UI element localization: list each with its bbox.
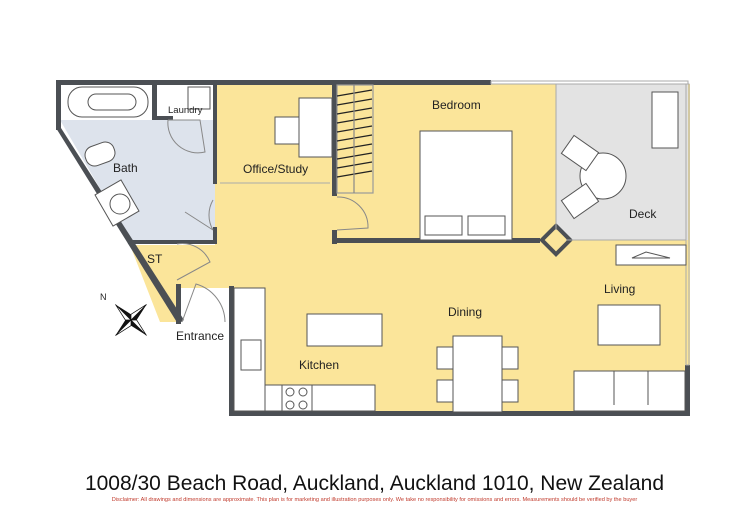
room-label-living: Living xyxy=(604,282,635,296)
room-label-dining: Dining xyxy=(448,305,482,319)
room-label-office: Office/Study xyxy=(243,162,308,176)
dining-chair xyxy=(436,346,454,370)
deck-table xyxy=(579,152,627,200)
dining-table xyxy=(452,335,503,413)
room-label-entrance: Entrance xyxy=(176,329,224,343)
coffee-table xyxy=(597,304,661,346)
walls xyxy=(56,80,690,416)
property-address: 1008/30 Beach Road, Auckland, Auckland 1… xyxy=(84,472,665,495)
room-label-st: ST xyxy=(147,252,163,266)
sofa xyxy=(573,370,686,412)
doors xyxy=(167,119,369,323)
washing-machine xyxy=(187,86,211,110)
room-label-bath: Bath xyxy=(113,161,138,175)
furniture xyxy=(67,86,687,413)
room-label-bedroom: Bedroom xyxy=(432,98,481,112)
kitchen-sink xyxy=(240,339,262,371)
staircase xyxy=(336,84,374,194)
kitchen-island xyxy=(306,313,383,347)
compass-north-label: N xyxy=(100,292,107,302)
room-label-kitchen: Kitchen xyxy=(299,358,339,372)
room-label-deck: Deck xyxy=(629,207,657,221)
structural-column xyxy=(539,223,573,257)
bath-floor xyxy=(60,120,215,240)
disclaimer: Disclaimer: All drawings and dimensions … xyxy=(111,497,638,503)
sun-lounger xyxy=(651,91,679,149)
room-label-laundry: Laundry xyxy=(168,105,203,116)
toilet xyxy=(84,141,116,167)
living-area-floor xyxy=(130,84,690,412)
desk xyxy=(298,97,333,158)
desk-chair xyxy=(274,116,300,145)
compass-rose-icon xyxy=(115,304,147,336)
windows xyxy=(220,80,690,366)
